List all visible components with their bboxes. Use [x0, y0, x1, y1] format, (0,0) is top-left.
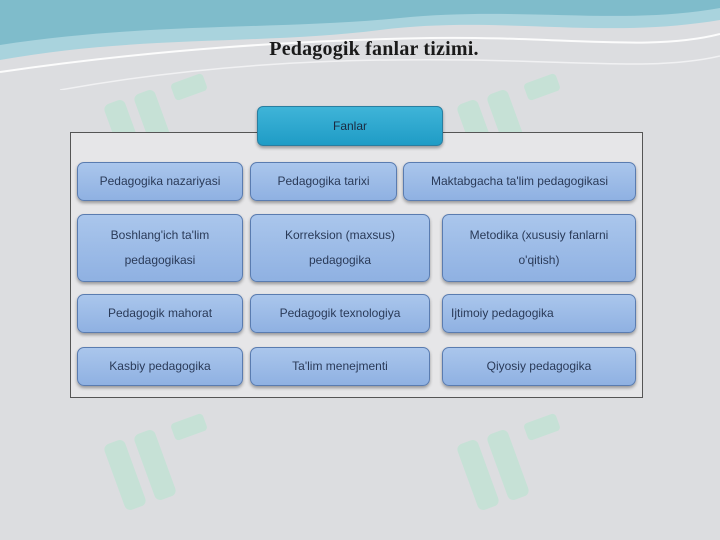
diagram-node: Ijtimoiy pedagogika: [442, 294, 636, 333]
diagram-node: Ta'lim menejmenti: [250, 347, 430, 386]
root-node: Fanlar: [257, 106, 443, 146]
diagram-node: Korreksion (maxsus) pedagogika: [250, 214, 430, 282]
diagram-node: Pedagogik mahorat: [77, 294, 243, 333]
diagram-node: Maktabgacha ta'lim pedagogikasi: [403, 162, 636, 201]
diagram-node: Metodika (xususiy fanlarni o'qitish): [442, 214, 636, 282]
diagram-node: Kasbiy pedagogika: [77, 347, 243, 386]
slide-title: Pedagogik fanlar tizimi.: [269, 38, 479, 60]
header-wave-decoration: [0, 0, 720, 90]
diagram-node: Boshlang'ich ta'lim pedagogikasi: [77, 214, 243, 282]
diagram-node: Pedagogika nazariyasi: [77, 162, 243, 201]
diagram-node: Qiyosiy pedagogika: [442, 347, 636, 386]
diagram-node: Pedagogik texnologiya: [250, 294, 430, 333]
watermark-logo: [445, 410, 565, 530]
watermark-logo: [92, 410, 212, 530]
diagram-node: Pedagogika tarixi: [250, 162, 397, 201]
